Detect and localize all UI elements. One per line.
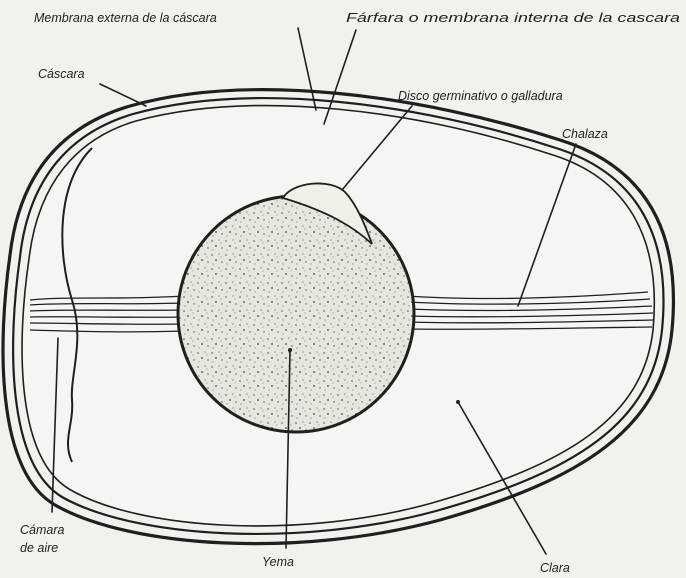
label-shell: Cáscara (38, 67, 85, 81)
label-air-cell-line1: Cámara (20, 523, 65, 537)
yolk-sphere (178, 196, 414, 432)
label-chalaza: Chalaza (562, 127, 608, 141)
leader-outer-membrane (298, 28, 316, 110)
label-air-cell-line2: de aire (20, 541, 58, 555)
albumen-dot (456, 400, 460, 404)
leader-shell (100, 84, 146, 106)
label-outer-membrane: Membrana externa de la cáscara (34, 11, 217, 25)
label-albumen: Clara (540, 561, 570, 575)
label-germinal-disc: Disco germinativo o galladura (398, 89, 563, 103)
label-yolk: Yema (262, 555, 294, 569)
yolk-dot (288, 348, 292, 352)
label-inner-membrane: Fárfara o membrana interna de la cascara (346, 11, 680, 25)
